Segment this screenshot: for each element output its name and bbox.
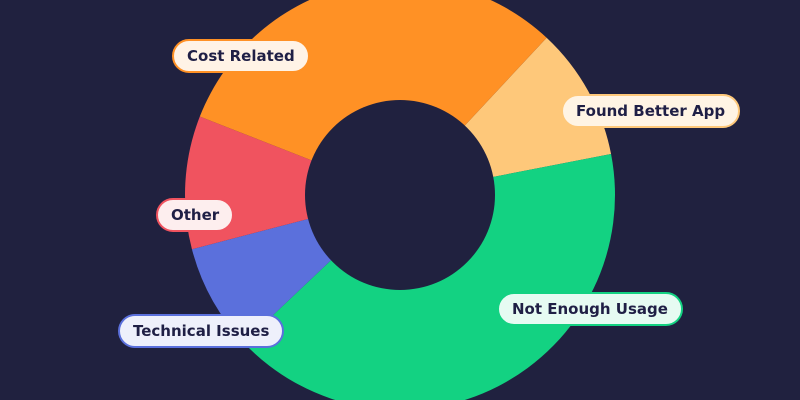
slice-other	[184, 116, 400, 250]
donut-hole	[305, 100, 495, 290]
slice-label-other: Other	[156, 198, 235, 232]
slice-label-cost-related: Cost Related	[172, 39, 310, 73]
slice-label-technical-issues: Technical Issues	[118, 314, 285, 348]
slice-label-found-better-app: Found Better App	[561, 94, 741, 128]
slice-label-not-enough-usage: Not Enough Usage	[497, 292, 683, 326]
